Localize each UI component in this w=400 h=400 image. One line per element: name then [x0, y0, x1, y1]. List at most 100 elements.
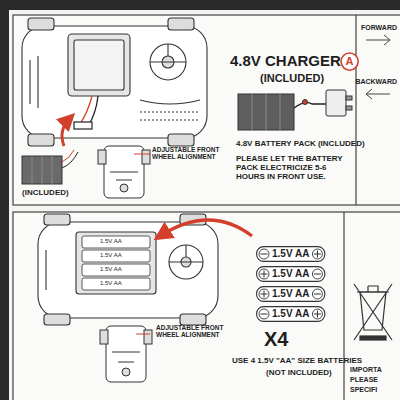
battery-pack [62, 152, 78, 168]
part-label: ADJUSTABLE FRONT WHEEL ALIGNMENT [156, 324, 238, 339]
car-top-view [140, 112, 200, 120]
wheel-alignment-detail [142, 150, 150, 164]
car-top-view [45, 250, 46, 290]
car-top-view [30, 56, 38, 108]
circled-letter: A [340, 52, 359, 71]
included-note: (INCLUDED) [260, 72, 324, 85]
car-top-view [150, 44, 186, 80]
insert-arrow [160, 220, 252, 236]
car-top-view [180, 314, 206, 325]
panel-frame [355, 15, 356, 205]
direction-icon [366, 35, 390, 99]
polarity-symbol [312, 249, 322, 259]
charger-drawing [294, 103, 326, 108]
charger-drawing [303, 100, 308, 105]
battery-wire [80, 96, 92, 124]
car-top-view [28, 18, 54, 30]
panel-frame [13, 15, 400, 400]
wheel-alignment-detail [98, 150, 106, 164]
car-top-view [169, 245, 203, 279]
direction-icon [366, 35, 390, 45]
battery-wire [74, 122, 92, 129]
direction-icon [366, 89, 390, 99]
car-top-view [150, 44, 186, 62]
charger-drawing [238, 90, 352, 130]
wheel-alignment-detail [100, 330, 108, 344]
aa-battery-slot [82, 236, 150, 290]
warning-text: PLEASE [350, 376, 378, 384]
car-top-view [38, 222, 218, 318]
car-top-view [168, 18, 194, 30]
polarity-symbol [312, 289, 322, 299]
car-top-view [44, 214, 70, 225]
included-note: (INCLUDED) [22, 188, 69, 197]
quantity-label: X4 [264, 328, 288, 351]
battery-text: 1.5V AA [272, 288, 309, 300]
aa-battery-slot [82, 250, 150, 262]
charger-drawing [346, 106, 352, 110]
battery-outline [257, 247, 325, 262]
car-top-view [22, 18, 207, 146]
charger-drawing [252, 94, 280, 130]
instruction-note: USE 4 1.5V "AA" SIZE BATTERIES [232, 356, 362, 365]
battery-label: 1.5V AA [100, 266, 122, 273]
recycle-bin-symbol [357, 286, 389, 292]
box-edge [0, 0, 9, 400]
circle-outline [341, 53, 358, 70]
polarity-symbol [259, 269, 269, 279]
polarity-symbol [264, 271, 265, 278]
polarity-symbol [317, 251, 318, 258]
charger-drawing [346, 96, 352, 100]
polarity-symbol [259, 309, 269, 319]
car-top-view [76, 232, 156, 294]
polarity-symbol [312, 269, 322, 279]
polarity-symbol [314, 294, 321, 295]
wheel-alignment-detail [134, 154, 150, 155]
wheel-alignment-detail [144, 330, 152, 344]
wheel-alignment-detail [112, 352, 140, 362]
polarity-symbol [261, 254, 268, 255]
recycle-bin-symbol [354, 284, 392, 340]
battery-box: 1.5V AA [256, 286, 325, 302]
car-top-view [44, 314, 70, 325]
battery-text: 1.5V AA [272, 268, 309, 280]
battery-pack [22, 150, 78, 184]
battery-pack [32, 156, 52, 184]
battery-box: 1.5V AA [256, 266, 325, 282]
battery-pack [22, 156, 62, 184]
direction-label: FORWARD [361, 24, 397, 32]
instruction-note: PLEASE LET THE BATTERY PACK ELECTRICIZE … [236, 154, 352, 182]
panel-frame [13, 15, 400, 205]
car-top-view [28, 134, 54, 146]
instruction-note: (NOT INCLUDED) [266, 368, 332, 377]
battery-box: 1.5V AA [256, 306, 325, 322]
recycle-bin-symbol [354, 284, 392, 340]
charger-heading: 4.8V CHARGER [230, 52, 341, 69]
wheel-alignment-detail [136, 334, 150, 335]
battery-label: 1.5V AA [100, 252, 122, 259]
polarity-symbol [259, 289, 269, 299]
car-top-view [169, 245, 203, 262]
warning-text: IMPORTA [350, 366, 382, 374]
car-top-view [68, 34, 130, 96]
battery-label: 1.5V AA [100, 280, 122, 287]
polarity-symbol [261, 314, 268, 315]
battery-text: 1.5V AA [272, 308, 309, 320]
aa-battery-slot [82, 278, 150, 290]
wheel-alignment-detail [120, 184, 128, 192]
warning-text: SPECIFI [350, 386, 377, 394]
part-label: 4.8V BATTERY PACK (INCLUDED) [236, 139, 365, 148]
part-label: ADJUSTABLE FRONT WHEEL ALIGNMENT [152, 146, 234, 161]
polarity-symbol [259, 249, 269, 259]
wheel-alignment-detail [98, 146, 150, 198]
battery-outline [257, 267, 325, 282]
polarity-symbol [312, 309, 322, 319]
battery-outline [257, 287, 325, 302]
polarity-symbol [314, 274, 321, 275]
charger-drawing [326, 90, 346, 116]
battery-label: 1.5V AA [100, 238, 122, 245]
car-top-view [22, 26, 207, 138]
recycle-bin-symbol [360, 336, 386, 340]
battery-outline [257, 307, 325, 322]
